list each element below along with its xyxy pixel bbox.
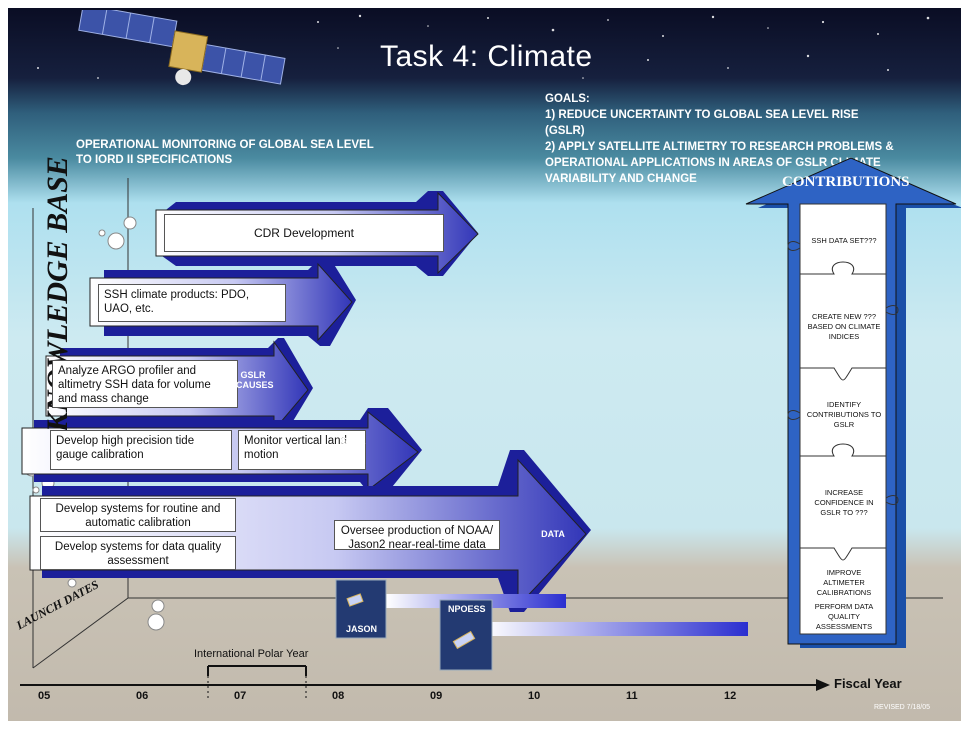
- arrow-data: [29, 450, 591, 612]
- jason-label: JASON: [346, 624, 378, 634]
- box-cdr-development: CDR Development: [164, 214, 444, 252]
- contributions-arrow: [745, 157, 961, 648]
- axis-tick: 05: [38, 690, 51, 702]
- satellite-image: [78, 10, 286, 86]
- goal-2-line-a: 2) APPLY SATELLITE ALTIMETRY TO RESEARCH…: [545, 141, 894, 153]
- slide: Task 4: Climate GOALS: 1) REDUCE UNCERTA…: [8, 8, 961, 721]
- box-data-quality: Develop systems for data quality assessm…: [40, 536, 236, 570]
- starfield-header: [37, 14, 930, 79]
- goal-2-line-b: OPERATIONAL APPLICATIONS IN AREAS OF GSL…: [545, 157, 881, 169]
- label-gslr-rate: GSLR RATE: [340, 436, 366, 456]
- ipy-label: International Polar Year: [194, 648, 309, 660]
- label-data: DATA: [541, 529, 565, 539]
- label-gslr-causes: GSLR CAUSES: [236, 370, 274, 390]
- axis-tick: 08: [332, 690, 345, 702]
- goal-2-line-c: VARIABILITY AND CHANGE: [545, 173, 697, 185]
- contribution-item: Perform data quality assessments: [814, 602, 874, 631]
- operational-monitoring-text: Operational monitoring of global sea lev…: [76, 139, 374, 166]
- fiscal-year-label: Fiscal Year: [834, 676, 902, 691]
- contribution-item: Improve altimeter calibrations: [816, 568, 872, 597]
- revised-date: REVISED 7/18/05: [874, 704, 931, 711]
- page-title: Task 4: Climate: [380, 40, 593, 73]
- box-oversee-production: Oversee production of NOAA/ Jason2 near-…: [334, 520, 500, 550]
- contribution-item: Identify contributions to GSLR: [806, 400, 882, 429]
- box-analyze-argo: Analyze ARGO profiler and altimetry SSH …: [52, 360, 238, 408]
- contribution-item: Create new ??? based on climate indices: [807, 312, 881, 341]
- axis-tick: 07: [234, 690, 247, 702]
- axis-tick: 11: [626, 690, 638, 702]
- box-vertical-land-motion: Monitor vertical land motion: [238, 430, 366, 470]
- goal-1-line: 1) REDUCE UNCERTAINTY TO GLOBAL SEA LEVE…: [545, 109, 859, 121]
- ipy-bracket: [207, 665, 307, 676]
- fiscal-axis-arrowhead: [816, 679, 830, 691]
- npoess-label: NPOESS: [448, 604, 486, 614]
- axis-tick: 10: [528, 690, 541, 702]
- sat-icons: [346, 593, 476, 650]
- box-ssh-climate-products: SSH climate products: PDO, UAO, etc.: [98, 284, 286, 322]
- goals-heading: GOALS:: [545, 93, 590, 105]
- contribution-item: SSH data set???: [811, 236, 877, 245]
- npoess-bar: [484, 622, 748, 636]
- axis-tick: 06: [136, 690, 149, 702]
- roadmap-diagram: [20, 157, 961, 698]
- box-routine-calibration: Develop systems for routine and automati…: [40, 498, 236, 532]
- contribution-item: Increase confidence in GSLR to ???: [814, 488, 874, 517]
- contributions-heading: CONTRIBUTIONS: [782, 174, 910, 190]
- goal-1-line-b: (GSLR): [545, 125, 585, 137]
- axis-tick: 09: [430, 690, 443, 702]
- axis-tick: 12: [724, 690, 737, 702]
- box-tide-gauge: Develop high precision tide gauge calibr…: [50, 430, 232, 470]
- jason-thumb: [335, 579, 387, 639]
